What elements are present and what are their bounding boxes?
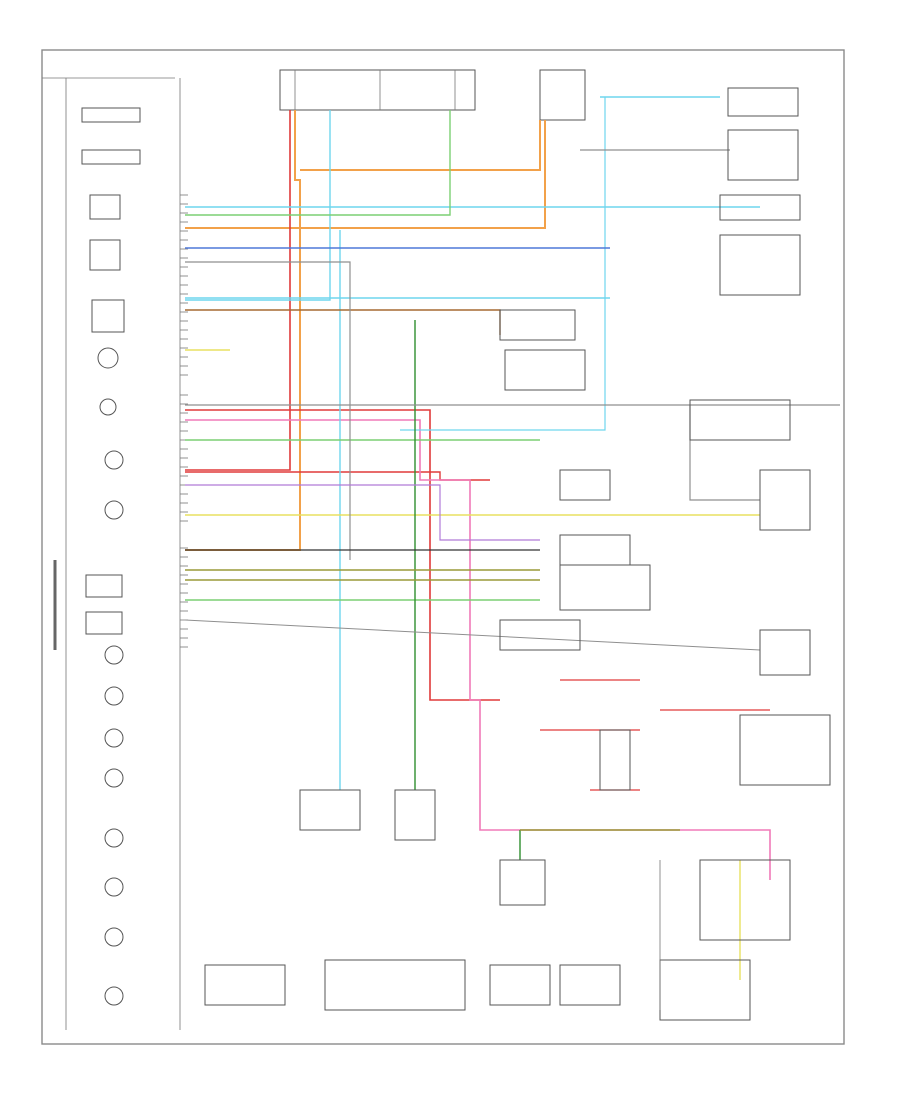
cluster-connector-a	[204, 964, 286, 1006]
wire-gray-3	[184, 619, 761, 651]
wire-green-3	[185, 110, 451, 216]
wire-cyan-6	[400, 97, 606, 431]
fuse-panel	[279, 69, 476, 111]
fuel-sender-unit	[759, 469, 811, 531]
right-components	[499, 87, 831, 1021]
wire-red-2	[185, 409, 500, 701]
ignition-switch	[539, 69, 586, 121]
wire-violet	[185, 484, 540, 541]
oil-pressure-indicator-icon	[104, 877, 124, 897]
fuel-gauge-coil	[97, 347, 119, 369]
door-ajar-indicator-icon	[104, 686, 124, 706]
wire-orange-2	[185, 120, 546, 229]
door-ajar-switch	[299, 789, 361, 831]
wire-red-3	[185, 471, 490, 481]
wire-brown	[185, 309, 501, 335]
generic-electronic-module	[739, 714, 831, 786]
wire-orange-feed	[300, 120, 541, 171]
charging-indicator	[81, 107, 141, 123]
wire-gray-5	[689, 405, 760, 501]
cluster-lamp-1	[489, 964, 551, 1006]
turn-indicator-icon	[104, 645, 124, 665]
cluster-indicators	[81, 107, 141, 1006]
exterior-lights-module	[727, 87, 799, 117]
check-gauges-indicator-icon	[104, 986, 124, 1006]
anti-theft-indicator	[85, 611, 123, 635]
speedometer-gauge	[89, 194, 121, 220]
bottom-components	[204, 789, 661, 1011]
fuel-pump-relay	[689, 399, 791, 441]
wire-pink	[185, 419, 771, 880]
door-switch	[499, 619, 581, 651]
wire-orange-main	[185, 110, 301, 551]
vehicle-speed-sensor	[759, 629, 811, 676]
brake-fluid-level-switch	[499, 859, 546, 906]
fuel-gauge	[91, 299, 125, 333]
brake-indicator-icon	[104, 768, 124, 788]
powertrain-control-module	[719, 234, 801, 296]
seat-belt-indicator-icon	[104, 728, 124, 748]
airbag-indicator-icon	[104, 927, 124, 947]
ignition-switch-lower	[659, 959, 751, 1021]
fuel-sender-icon	[99, 398, 117, 416]
temperature-gauge	[89, 239, 121, 271]
wire-cyan-2	[185, 110, 331, 301]
connector-pins	[180, 194, 188, 648]
engine-sensor	[559, 469, 611, 501]
speed-sensor	[85, 574, 123, 598]
wire-harness	[184, 96, 840, 980]
tachometer-gauge	[81, 149, 141, 165]
seat-belt-switch	[499, 309, 576, 341]
brake-fluid-switch	[504, 349, 586, 391]
wire-red-1	[185, 110, 291, 471]
high-beam-indicator-icon	[104, 500, 124, 520]
fuse-panel-fuses	[294, 70, 456, 110]
overdrive-indicator-icon	[104, 828, 124, 848]
wire-gray-1	[185, 261, 351, 560]
brake-switch	[699, 859, 791, 941]
lighting-control-module	[727, 129, 799, 181]
oil-pressure-switch	[394, 789, 436, 841]
illumination-dimmer	[324, 959, 466, 1011]
diagram-frame	[41, 49, 845, 1045]
cluster-lamp-2	[559, 964, 621, 1006]
engine-control-module	[559, 534, 631, 566]
malfunction-indicator-icon	[104, 450, 124, 470]
resistor-pack	[599, 729, 631, 791]
data-link-connector	[719, 194, 801, 221]
overdrive-system	[559, 564, 651, 611]
